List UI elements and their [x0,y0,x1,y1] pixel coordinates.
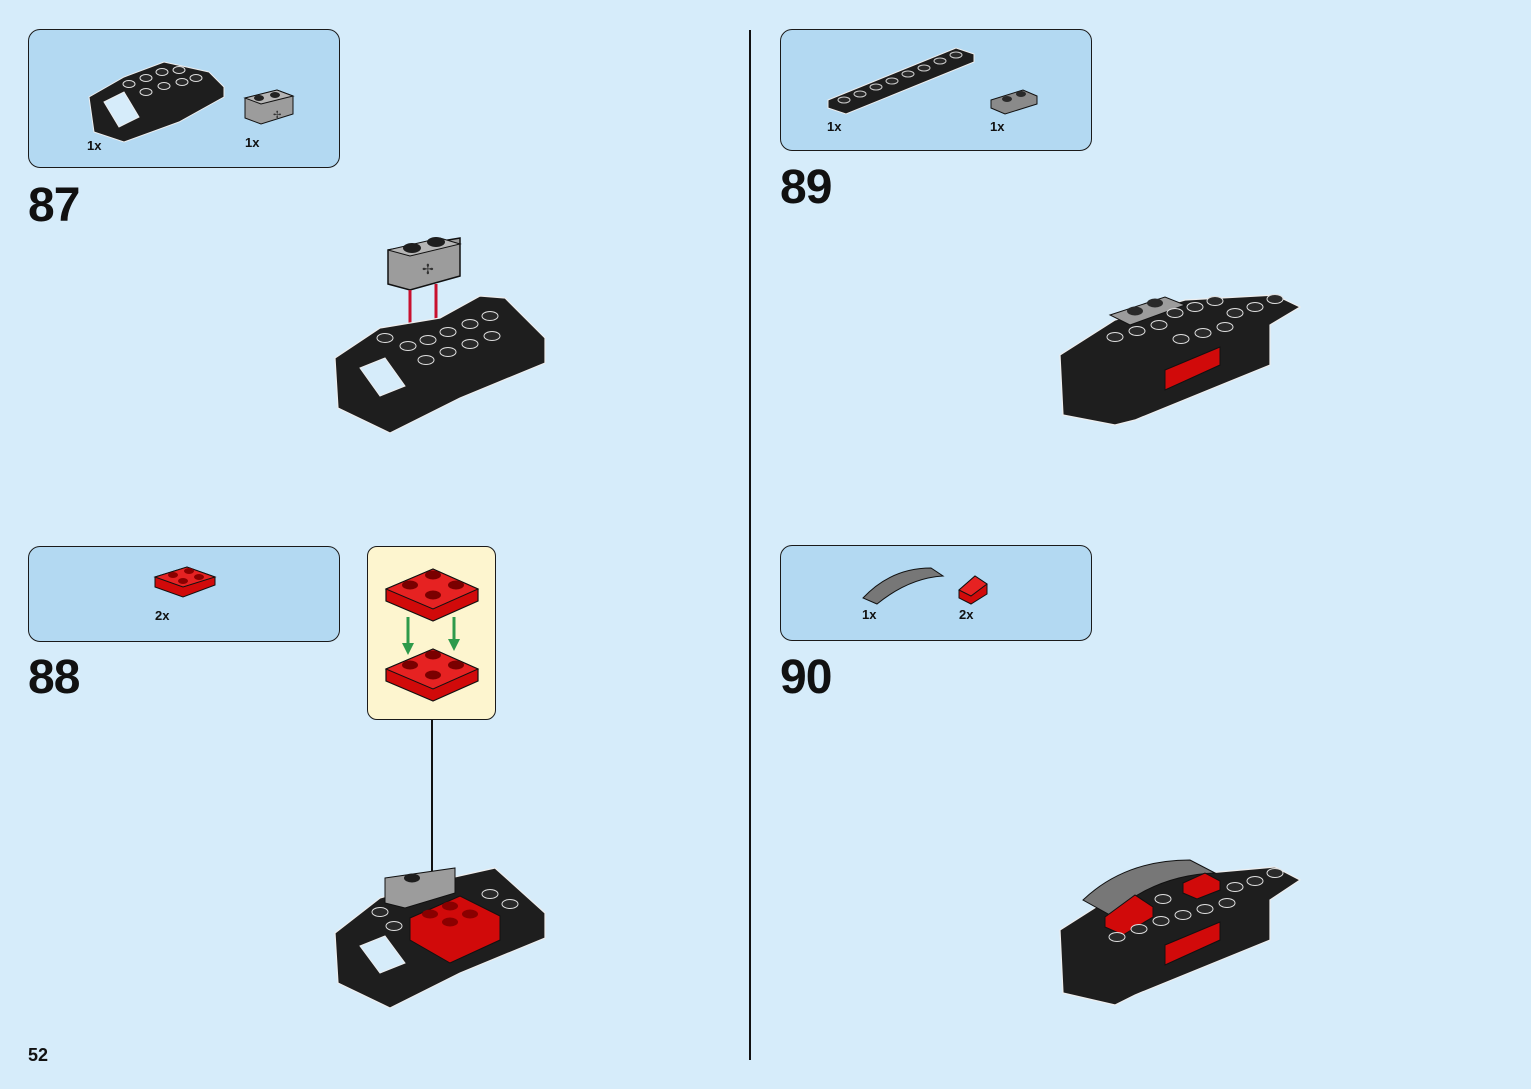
svg-text:✢: ✢ [422,262,434,278]
gray-plate-1x2-part-icon [990,89,1038,115]
step-number: 90 [780,651,832,704]
gray-curved-slope-part-icon [862,567,945,605]
qty-label: 2x [155,608,170,623]
step-number: 88 [28,651,80,704]
svg-text:✢: ✢ [273,110,281,121]
qty-label: 1x [862,607,877,622]
step-88-assembly-illustration [334,720,546,1009]
gray-technic-brick-part-icon: ✢ [243,89,295,125]
page-number: 52 [28,1045,49,1065]
parts-box-step-89: 1x 1x [780,29,1092,151]
step-number: 87 [28,179,80,232]
parts-box-step-88: 2x [28,546,340,642]
step-number: 89 [780,161,832,214]
parts-box-step-87: 1x ✢ 1x [28,29,340,168]
black-plate-1x8-part-icon [827,47,975,115]
red-slope-part-icon [958,575,988,605]
step-90-assembly-illustration [1059,859,1302,1006]
step-89-assembly-illustration [1059,294,1302,426]
qty-label: 1x [827,119,842,134]
qty-label: 2x [959,607,974,622]
qty-label: 1x [87,138,102,153]
red-plate-part-icon [153,566,217,598]
subassembly-callout [367,546,496,720]
parts-box-step-90: 1x 2x [780,545,1092,641]
step-87-assembly-illustration: ✢ [334,237,546,434]
page-divider [749,30,751,1060]
black-chassis-part-icon [88,61,225,143]
qty-label: 1x [990,119,1005,134]
red-plates-stack-illustration [384,568,480,702]
qty-label: 1x [245,135,260,150]
